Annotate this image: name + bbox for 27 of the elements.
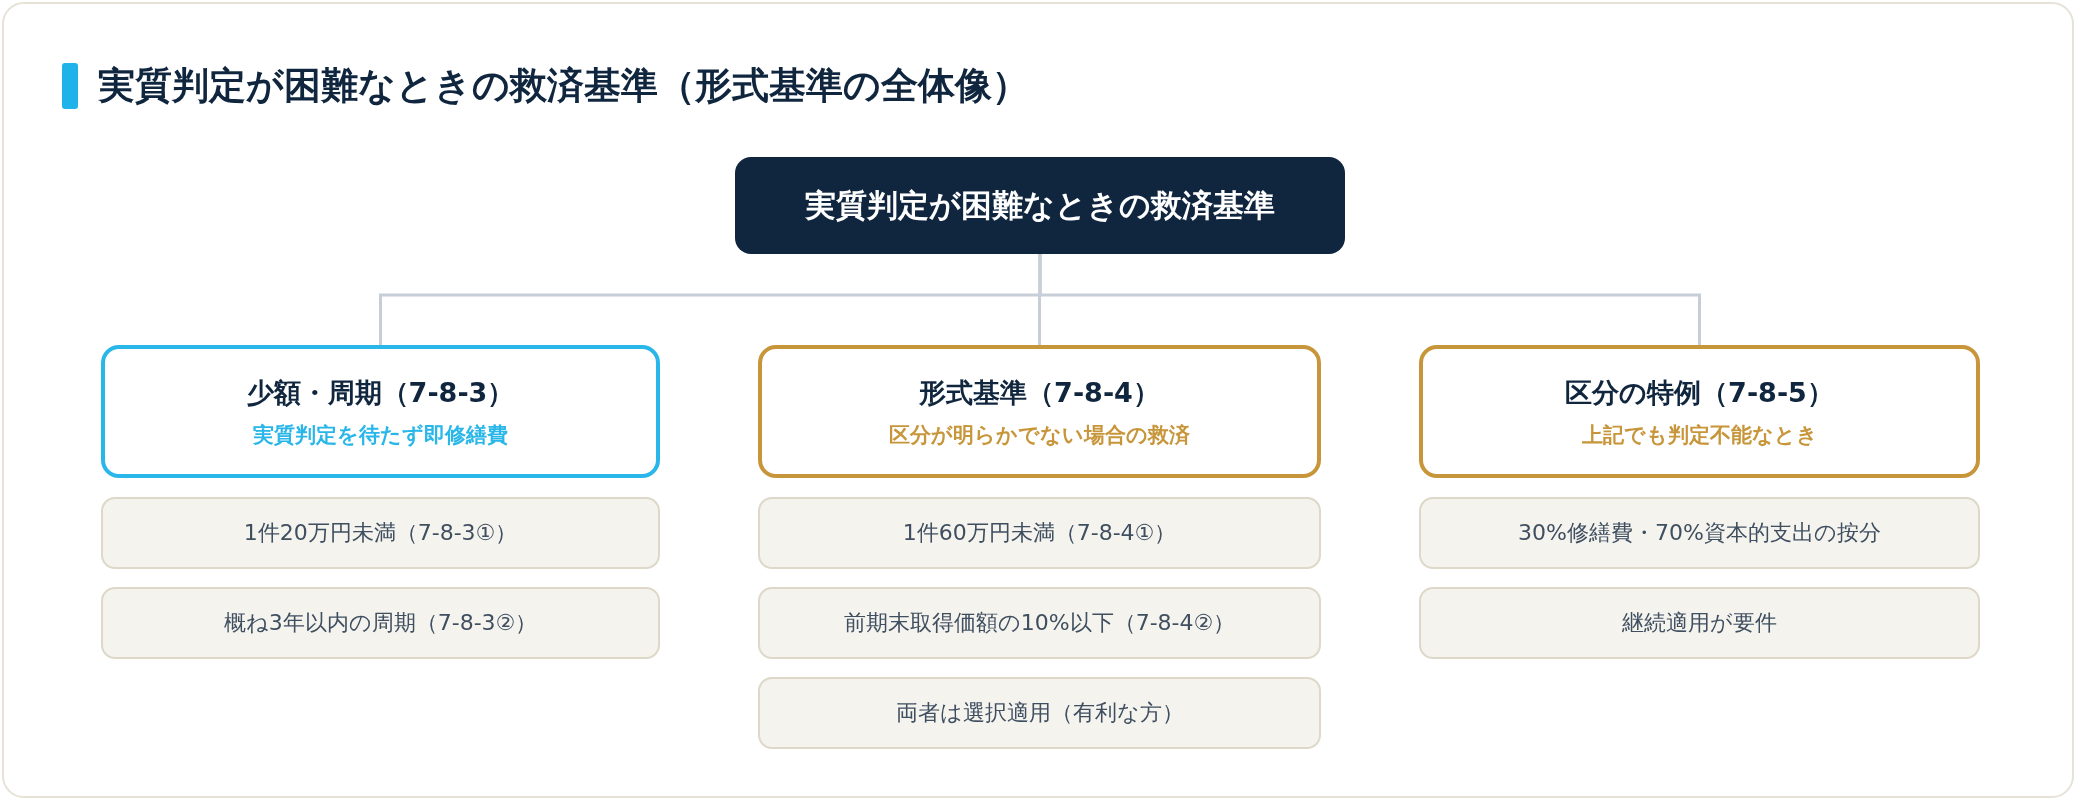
category-subtitle: 上記でも判定不能なとき	[1581, 421, 1818, 449]
category-subtitle: 区分が明らかでない場合の救済	[889, 421, 1190, 449]
criterion-label: 両者は選択適用（有利な方）	[895, 699, 1184, 727]
criterion-label: 継続適用が要件	[1622, 609, 1777, 637]
category-heading: 少額・周期（7-8-3）	[246, 375, 515, 410]
category-box	[101, 345, 660, 478]
title: 実質判定が困難なときの救済基準（形式基準の全体像）	[98, 63, 1029, 109]
criterion-label: 前期末取得価額の10%以下（7-8-4②）	[843, 609, 1236, 637]
category-subtitle: 実質判定を待たず即修繕費	[253, 421, 508, 449]
criterion-box	[1419, 587, 1980, 659]
criterion-label: 1件20万円未満（7-8-3①）	[243, 519, 518, 547]
criterion-box	[1419, 497, 1980, 569]
connector-line	[1038, 254, 1701, 345]
root-label: 実質判定が困難なときの救済基準	[805, 185, 1275, 225]
criterion-box	[101, 587, 660, 659]
criterion-label: 概ね3年以内の周期（7-8-3②）	[223, 609, 538, 637]
category-heading: 形式基準（7-8-4）	[919, 375, 1160, 410]
category-box	[1419, 345, 1980, 478]
root-box	[735, 157, 1345, 254]
criterion-box	[101, 497, 660, 569]
category-box	[758, 345, 1321, 478]
criterion-box	[758, 587, 1321, 659]
criterion-label: 1件60万円未満（7-8-4①）	[902, 519, 1177, 547]
criterion-box	[758, 497, 1321, 569]
category-heading: 区分の特例（7-8-5）	[1565, 375, 1834, 410]
criterion-label: 30%修繕費・70%資本的支出の按分	[1518, 519, 1881, 547]
criterion-box	[758, 677, 1321, 749]
